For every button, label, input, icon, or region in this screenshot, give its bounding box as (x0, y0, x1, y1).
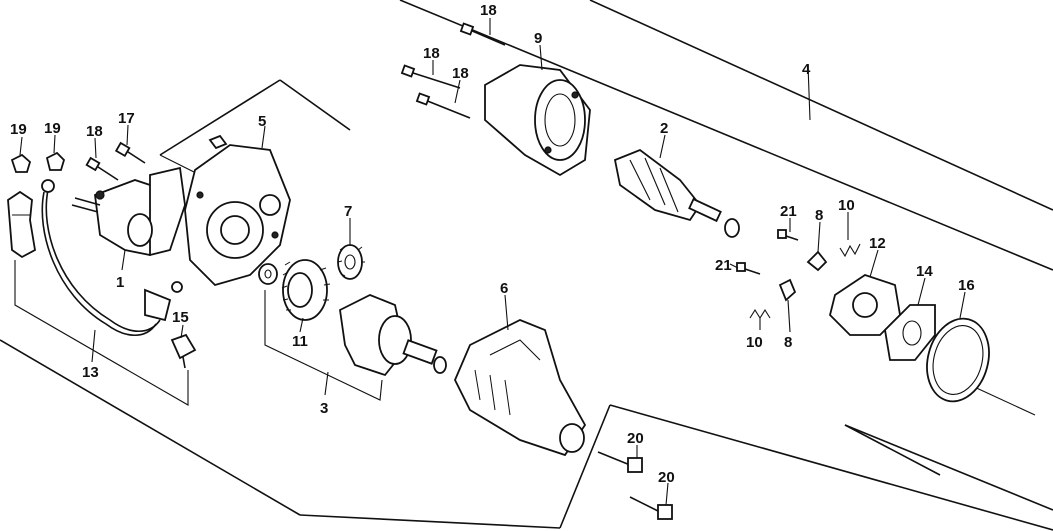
armature-part (613, 148, 740, 238)
callout-14: 14 (916, 263, 933, 280)
yoke-part (484, 64, 591, 177)
callout-16: 16 (958, 277, 975, 294)
callout-8a: 8 (815, 207, 823, 224)
callout-12: 12 (869, 235, 886, 252)
callout-11: 11 (292, 333, 308, 350)
callout-2: 2 (660, 120, 668, 137)
callout-19b: 19 (44, 120, 61, 137)
callout-labels: 1 2 3 4 5 6 7 8 8 9 10 10 11 12 13 14 15… (10, 2, 975, 486)
nut-19-parts (10, 151, 66, 173)
gear-11-part (281, 259, 331, 321)
solenoid-part (71, 166, 186, 257)
terminal-boot-part (7, 190, 36, 259)
callout-18c: 18 (452, 65, 469, 82)
callout-5: 5 (258, 113, 266, 130)
washer-part (258, 263, 278, 285)
callout-9: 9 (534, 30, 542, 47)
plate-14-part (884, 304, 936, 361)
callout-18d: 18 (86, 123, 103, 140)
gear-7-part (337, 244, 365, 280)
callout-1: 1 (116, 274, 124, 291)
callout-21a: 21 (780, 203, 797, 220)
gear-housing-part (184, 134, 291, 287)
callout-4: 4 (802, 61, 811, 78)
cable-part (41, 179, 172, 337)
drive-housing-part (454, 319, 587, 457)
callout-6: 6 (500, 280, 508, 297)
clutch-assembly-part (339, 294, 447, 377)
callout-13: 13 (82, 364, 99, 381)
leader-lines (14, 18, 966, 506)
callout-20a: 20 (627, 430, 644, 447)
callout-8b: 8 (784, 334, 792, 351)
callout-21b: 21 (715, 257, 732, 274)
brush-spring-screw-parts (736, 229, 861, 320)
callout-18b: 18 (423, 45, 440, 62)
bolts-20 (597, 451, 673, 520)
end-cover-ring-part (926, 317, 990, 403)
callout-20b: 20 (658, 469, 675, 486)
bolt-15-part (170, 281, 197, 369)
callout-19a: 19 (10, 121, 27, 138)
through-bolts-18 (400, 22, 506, 119)
bolt-18-17-parts (85, 141, 146, 181)
callout-15: 15 (172, 309, 189, 326)
callout-10a: 10 (838, 197, 855, 214)
callout-17: 17 (118, 110, 135, 127)
callout-3: 3 (320, 400, 328, 417)
callout-10b: 10 (746, 334, 763, 351)
callout-7: 7 (344, 203, 352, 220)
callout-18a: 18 (480, 2, 497, 19)
